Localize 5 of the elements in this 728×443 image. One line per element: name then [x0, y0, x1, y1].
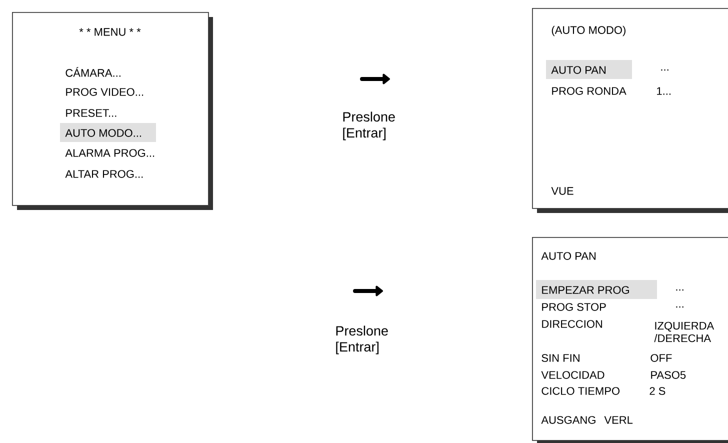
menu-screen: AUTO PAN EMPEZAR PROG ... PROG STOP ... DIRECCION IZQUIERDA /DERECHA SIN FIN OFF VELOCIDAD PASO5 CICLO TIEMPO 2 S AUSGANG VERL: [532, 236, 728, 443]
instruction-text: Preslone [Entrar]: [336, 326, 388, 354]
instruction-text: Preslone [Entrar]: [343, 112, 395, 140]
menu-screen: * * MENU * * CÁMARA... PROG VIDEO... PRESET... AUTO MODO... ALARMA PROG... ALTAR PROG...: [12, 12, 213, 210]
menu-screen: (AUTO MODO) AUTO PAN ... PROG RONDA 1... VUE: [532, 8, 728, 213]
